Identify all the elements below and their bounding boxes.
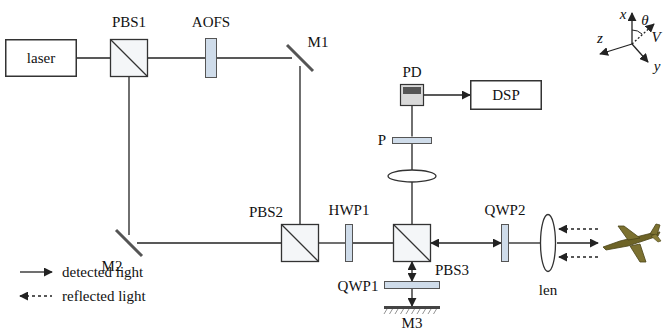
axis-label: y (654, 59, 661, 74)
quarter-wave-plate-outline (501, 224, 509, 262)
axis-label: V (651, 30, 660, 45)
beam-splitter-outline (110, 39, 148, 77)
component-label: M1 (308, 35, 329, 50)
focus-lens (388, 170, 436, 182)
axis-label: z (597, 31, 603, 46)
reflected-beam (559, 228, 598, 229)
polarizer-outline (392, 137, 432, 144)
component-label: PD (402, 65, 421, 80)
mirror-outline (384, 306, 440, 314)
axis-label: θ (641, 13, 648, 28)
beam-splitter-outline (281, 224, 319, 262)
light-beam (411, 289, 412, 306)
quarter-wave-plate: QWP1 (384, 281, 440, 289)
component-label: M3 (402, 316, 423, 331)
beam-splitter: PBS3 (393, 224, 431, 262)
frequency-shifter: AOFS (205, 38, 217, 78)
detected-beam (557, 242, 598, 243)
quarter-wave-plate-outline (384, 281, 440, 289)
component-label: AOFS (192, 15, 230, 30)
beam-splitter: PBS2 (281, 224, 319, 262)
component-label: PBS2 (249, 205, 283, 220)
frequency-shifter-outline (205, 38, 217, 78)
aircraft-target (603, 224, 661, 262)
component-label: HWP1 (329, 203, 370, 218)
legend-sample-dashed (20, 295, 52, 296)
mirror: M3 (384, 306, 440, 314)
light-beam (128, 77, 129, 235)
photodetector: PD (400, 84, 424, 106)
legend-sample-solid (20, 271, 52, 272)
lens-outline (540, 214, 556, 272)
legend-text: detected light (62, 265, 143, 280)
light-source: laser (5, 39, 77, 77)
component-label: PBS3 (435, 263, 469, 278)
processor-box: DSP (470, 80, 542, 110)
coordinate-axes (600, 13, 654, 62)
light-beam (319, 242, 345, 243)
light-beam (509, 242, 540, 243)
light-beam (431, 242, 501, 243)
light-beam (411, 262, 412, 281)
light-beam (353, 242, 393, 243)
lens: len (540, 214, 556, 272)
mirror-outline (292, 50, 308, 66)
light-beam (77, 57, 110, 58)
component-name: DSP (492, 88, 520, 103)
light-beam (217, 57, 292, 58)
component-label: PBS1 (112, 15, 146, 30)
component-label: QWP2 (485, 203, 526, 218)
mirror: M1 (292, 50, 308, 66)
light-beam (299, 66, 300, 224)
mirror: M2 (121, 235, 137, 251)
mirror-outline (121, 235, 137, 251)
beam-splitter-outline (393, 224, 431, 262)
light-beam (137, 242, 281, 243)
light-beam (411, 106, 412, 137)
component-label: len (539, 283, 557, 298)
light-beam (148, 57, 205, 58)
photodetector-outline (400, 84, 424, 106)
half-wave-plate-outline (345, 224, 353, 262)
beam-splitter: PBS1 (110, 39, 148, 77)
legend-text: reflected light (62, 289, 146, 304)
polarizer: P (392, 137, 432, 144)
half-wave-plate: HWP1 (345, 224, 353, 262)
component-name: laser (27, 51, 55, 66)
component-label: P (378, 133, 386, 148)
quarter-wave-plate: QWP2 (501, 224, 509, 262)
component-label: QWP1 (338, 279, 379, 294)
reflected-beam (559, 256, 598, 257)
light-beam (411, 144, 412, 225)
axis-label: x (620, 7, 627, 22)
light-beam (424, 94, 470, 95)
